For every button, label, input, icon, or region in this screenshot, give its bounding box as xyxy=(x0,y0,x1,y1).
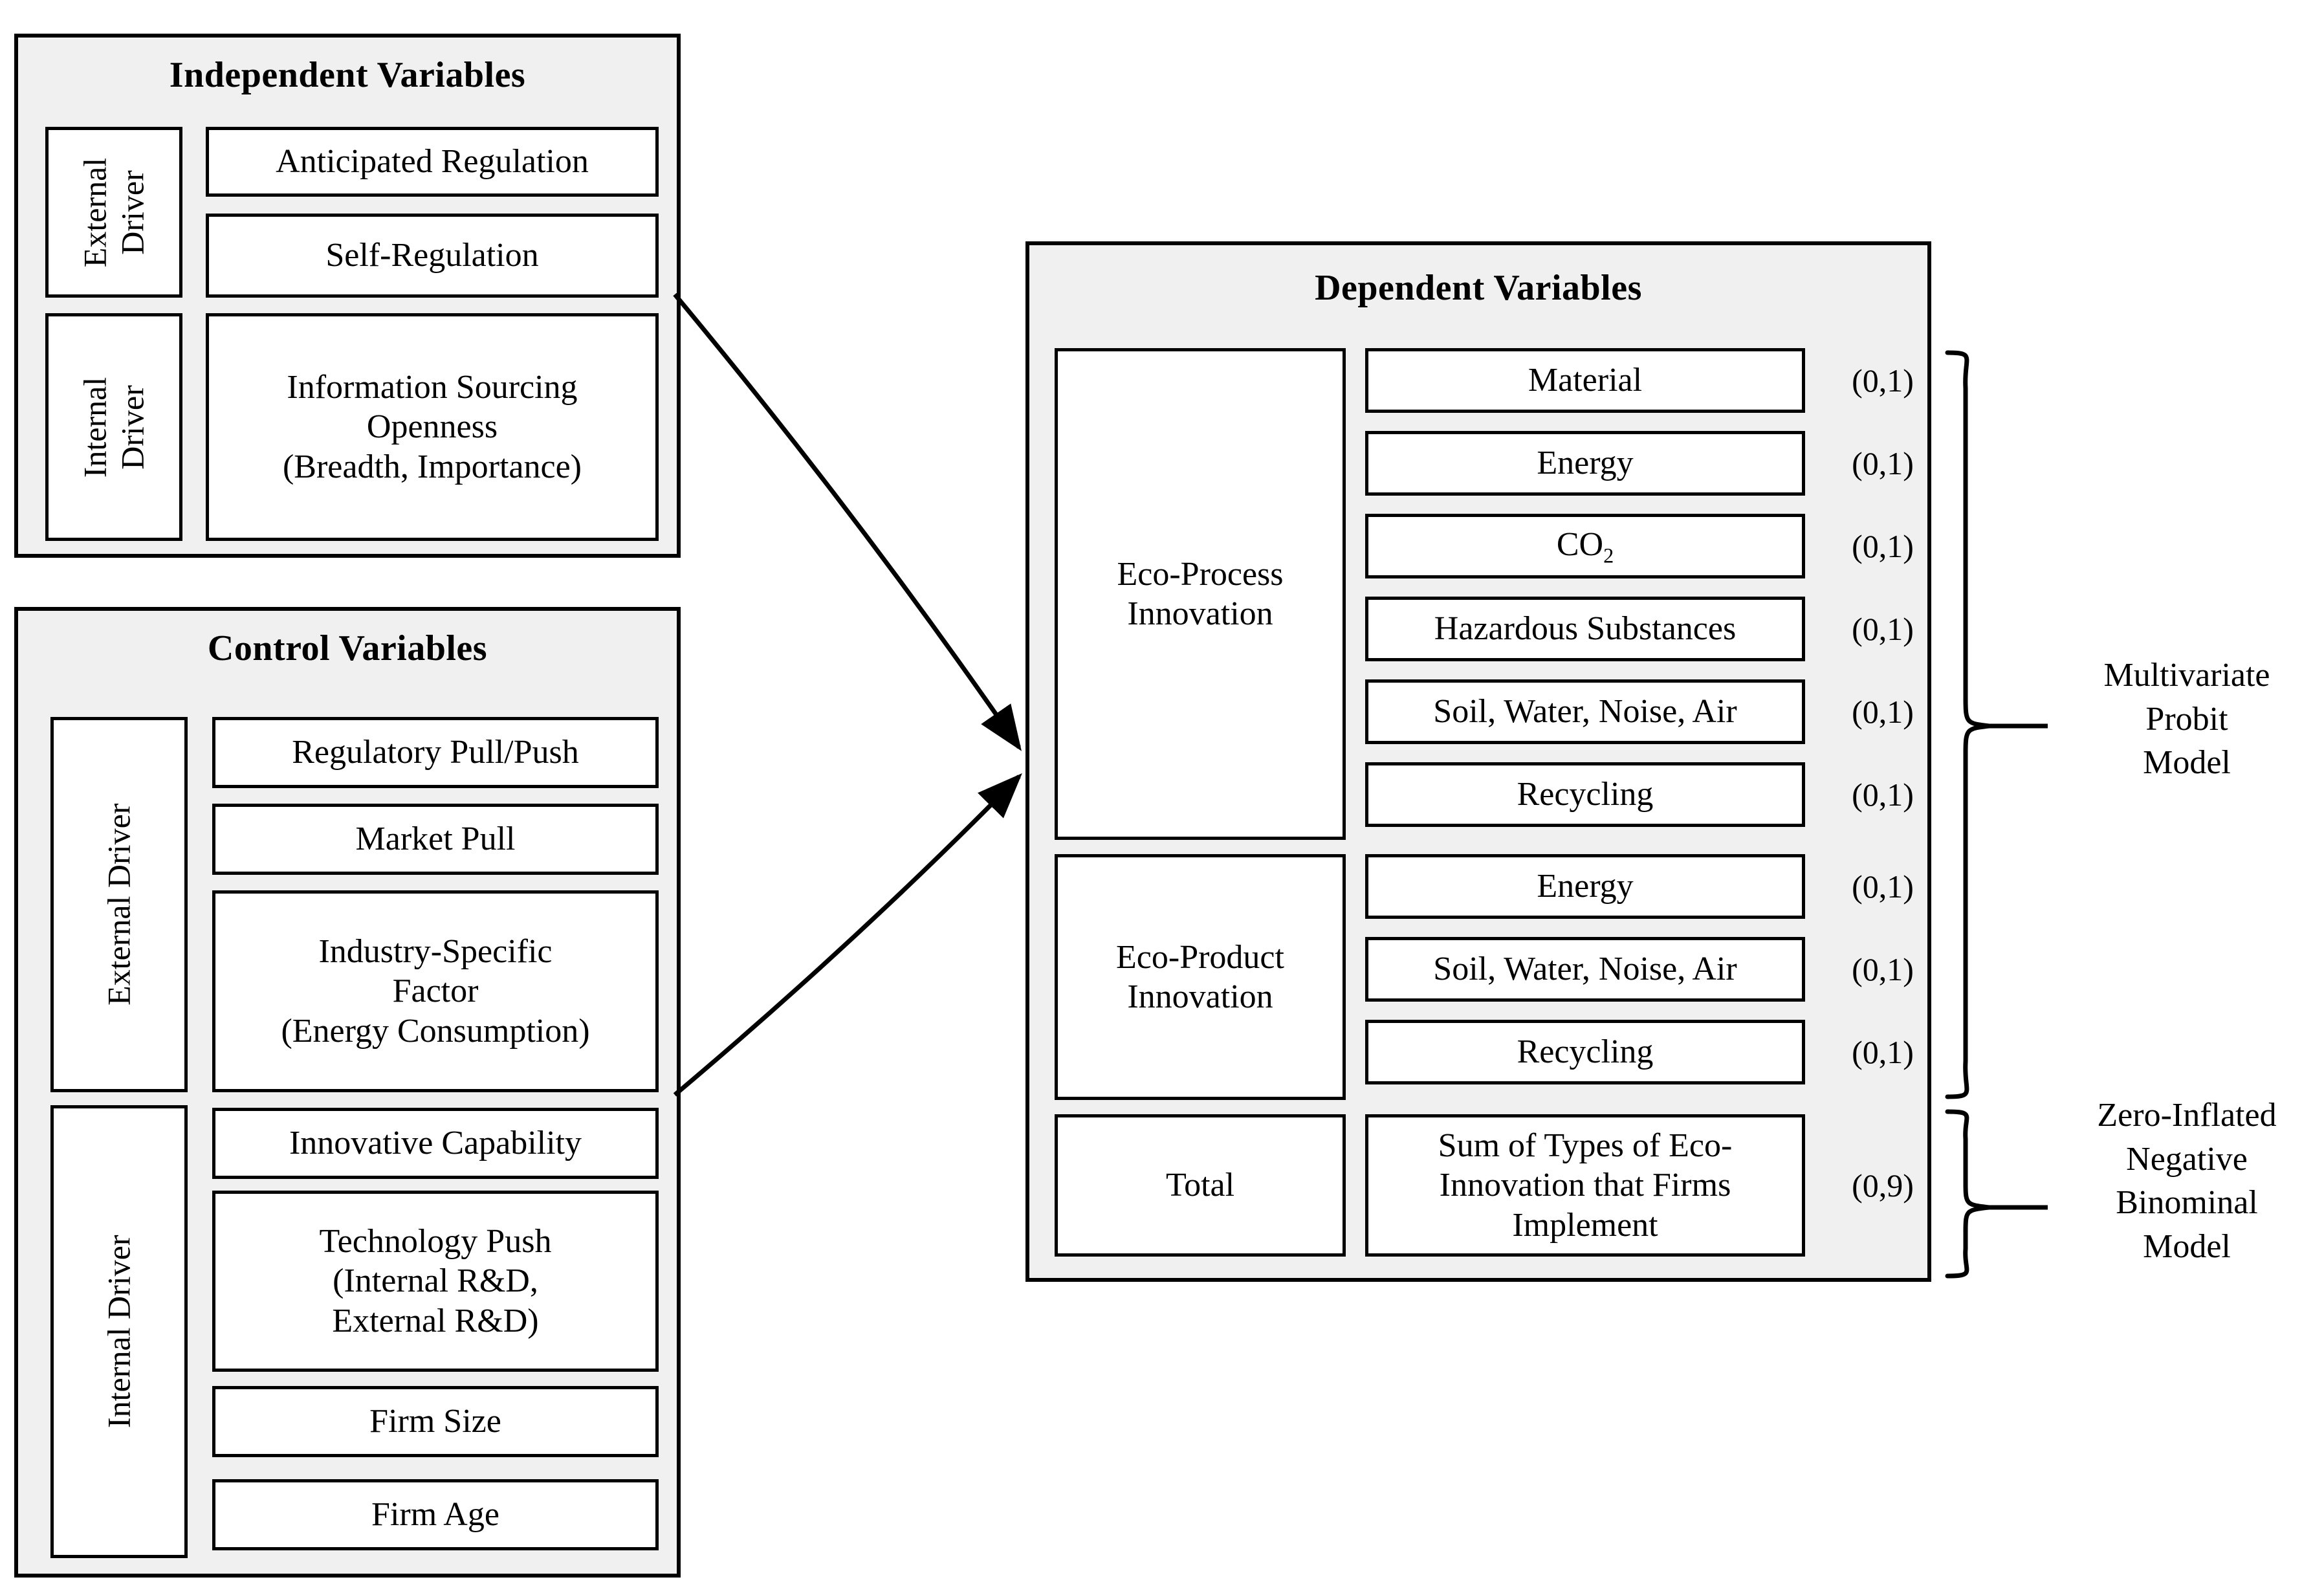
control-external-driver-label: External Driver xyxy=(100,803,137,1006)
cell-firm-size-label: Firm Size xyxy=(369,1403,501,1440)
control-variables-title: Control Variables xyxy=(207,628,488,668)
model-probit-line2: Probit xyxy=(2145,700,2228,738)
dep-row-hazardous-substances-label: Hazardous Substances xyxy=(1434,610,1737,648)
cell-industry-specific-line3: (Energy Consumption) xyxy=(281,1012,590,1050)
dep-row-co2: CO2 xyxy=(1365,514,1805,578)
cell-market-pull: Market Pull xyxy=(212,804,659,875)
dep-row-hazardous-substances: Hazardous Substances xyxy=(1365,597,1805,661)
dep-code-energy-product: (0,1) xyxy=(1852,868,1914,905)
cell-regulatory-pull-push-label: Regulatory Pull/Push xyxy=(292,734,579,771)
cell-self-regulation: Self-Regulation xyxy=(206,214,659,298)
cell-firm-age-label: Firm Age xyxy=(371,1496,499,1534)
cell-technology-push: Technology Push (Internal R&D, External … xyxy=(212,1191,659,1372)
dependent-variables-title: Dependent Variables xyxy=(1315,268,1642,308)
dep-row-energy-process-label: Energy xyxy=(1537,445,1634,482)
group-eco-product-line1: Eco-Product xyxy=(1116,938,1284,976)
dep-row-total-line1: Sum of Types of Eco- xyxy=(1438,1127,1733,1164)
model-zinb-line3: Binominal xyxy=(2116,1184,2258,1222)
arrow-control-to-dependent xyxy=(673,773,1022,1097)
cell-anticipated-regulation: Anticipated Regulation xyxy=(206,127,659,197)
dep-code-soil-water-noise-air-process: (0,1) xyxy=(1852,694,1914,730)
model-label-zero-inflated-negative-binominal: Zero-Inflated Negative Binominal Model xyxy=(2051,1094,2323,1268)
dep-code-energy-process: (0,1) xyxy=(1852,445,1914,481)
cell-industry-specific-factor: Industry-Specific Factor (Energy Consump… xyxy=(212,890,659,1092)
cell-industry-specific-line1: Industry-Specific xyxy=(318,932,553,970)
cell-firm-age: Firm Age xyxy=(212,1479,659,1550)
cell-technology-push-line1: Technology Push xyxy=(319,1222,552,1260)
model-zinb-line4: Model xyxy=(2143,1227,2231,1265)
model-zinb-line2: Negative xyxy=(2126,1140,2248,1178)
cell-innovative-capability: Innovative Capability xyxy=(212,1108,659,1179)
dep-row-energy-process: Energy xyxy=(1365,431,1805,496)
model-label-multivariate-probit: Multivariate Probit Model xyxy=(2051,654,2323,785)
cell-self-regulation-label: Self-Regulation xyxy=(325,237,539,274)
dep-row-soil-water-noise-air-process-label: Soil, Water, Noise, Air xyxy=(1433,693,1737,731)
cell-information-sourcing-line3: (Breadth, Importance) xyxy=(282,448,582,485)
dep-row-soil-water-noise-air-product: Soil, Water, Noise, Air xyxy=(1365,937,1805,1002)
cell-anticipated-regulation-label: Anticipated Regulation xyxy=(276,143,589,181)
arrow-independent-to-dependent xyxy=(673,292,1022,751)
independent-variables-title: Independent Variables xyxy=(169,55,526,95)
group-total: Total xyxy=(1055,1114,1346,1257)
dep-row-soil-water-noise-air-process: Soil, Water, Noise, Air xyxy=(1365,679,1805,744)
control-external-driver-box: External Driver xyxy=(50,717,188,1092)
model-probit-line1: Multivariate xyxy=(2103,657,2270,694)
dep-code-recycling-product: (0,1) xyxy=(1852,1034,1914,1070)
control-internal-driver-box: Internal Driver xyxy=(50,1105,188,1558)
dep-row-recycling-process-label: Recycling xyxy=(1517,776,1654,813)
dep-code-hazardous-substances: (0,1) xyxy=(1852,611,1914,647)
group-eco-process-innovation: Eco-Process Innovation xyxy=(1055,348,1346,840)
dep-row-soil-water-noise-air-product-label: Soil, Water, Noise, Air xyxy=(1433,951,1737,988)
dep-row-energy-product: Energy xyxy=(1365,854,1805,919)
dep-row-material: Material xyxy=(1365,348,1805,413)
brace-zero-inflated-negative-binominal xyxy=(1945,1109,1990,1279)
independent-internal-driver-box: Internal Driver xyxy=(45,313,182,541)
dep-row-material-label: Material xyxy=(1528,362,1643,399)
dep-code-total: (0,9) xyxy=(1852,1167,1914,1204)
cell-regulatory-pull-push: Regulatory Pull/Push xyxy=(212,717,659,788)
group-eco-product-innovation: Eco-Product Innovation xyxy=(1055,854,1346,1100)
group-total-label: Total xyxy=(1165,1167,1235,1204)
dep-code-soil-water-noise-air-product: (0,1) xyxy=(1852,951,1914,987)
group-eco-process-line1: Eco-Process xyxy=(1117,555,1284,593)
cell-technology-push-line2: (Internal R&D, xyxy=(333,1262,538,1300)
cell-information-sourcing-openness: Information Sourcing Openness (Breadth, … xyxy=(206,313,659,541)
dep-row-total-sum: Sum of Types of Eco- Innovation that Fir… xyxy=(1365,1114,1805,1257)
independent-internal-driver-label: Internal Driver xyxy=(76,377,151,478)
dep-code-material: (0,1) xyxy=(1852,362,1914,399)
independent-external-driver-box: External Driver xyxy=(45,127,182,298)
dep-row-total-line3: Implement xyxy=(1512,1206,1658,1244)
cell-information-sourcing-line1: Information Sourcing xyxy=(287,368,578,406)
dep-row-co2-label: CO2 xyxy=(1556,525,1614,567)
cell-information-sourcing-line2: Openness xyxy=(366,408,498,446)
group-eco-process-line2: Innovation xyxy=(1127,595,1273,632)
model-zinb-line1: Zero-Inflated xyxy=(2097,1097,2277,1134)
cell-technology-push-line3: External R&D) xyxy=(332,1302,539,1339)
cell-industry-specific-line2: Factor xyxy=(392,973,479,1010)
cell-market-pull-label: Market Pull xyxy=(355,820,516,858)
dep-row-energy-product-label: Energy xyxy=(1537,868,1634,905)
dep-row-recycling-product-label: Recycling xyxy=(1517,1033,1654,1071)
dep-code-co2: (0,1) xyxy=(1852,528,1914,564)
cell-firm-size: Firm Size xyxy=(212,1386,659,1457)
dep-code-recycling-process: (0,1) xyxy=(1852,776,1914,813)
brace-multivariate-probit xyxy=(1945,350,1990,1099)
dep-row-total-line2: Innovation that Firms xyxy=(1439,1167,1731,1204)
independent-external-driver-label: External Driver xyxy=(76,157,151,267)
dep-row-recycling-process: Recycling xyxy=(1365,762,1805,827)
model-probit-line3: Model xyxy=(2143,744,2231,782)
control-internal-driver-label: Internal Driver xyxy=(100,1235,137,1429)
dep-row-recycling-product: Recycling xyxy=(1365,1020,1805,1084)
group-eco-product-line2: Innovation xyxy=(1127,978,1273,1015)
cell-innovative-capability-label: Innovative Capability xyxy=(289,1125,582,1162)
